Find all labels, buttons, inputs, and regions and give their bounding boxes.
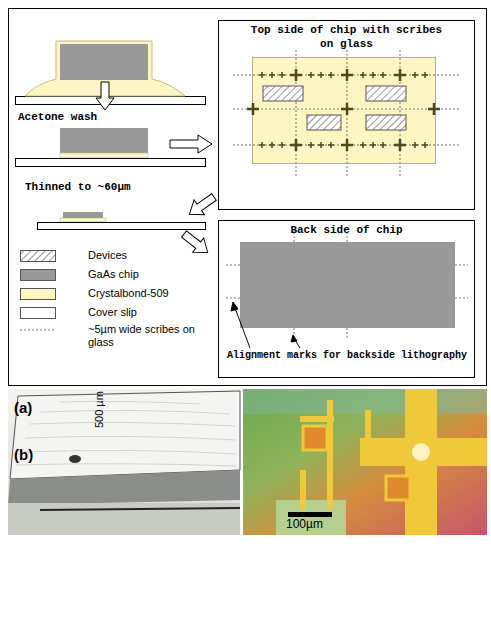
legend-swatch — [20, 288, 56, 300]
step-label: Thinned to ~60µm — [25, 181, 131, 194]
panel-heading: Back side of chip — [219, 221, 474, 238]
step-label: Acetone wash — [18, 111, 97, 124]
panel-letter: (b) — [14, 446, 33, 464]
legend-text: Devices — [88, 249, 200, 262]
legend-sample — [18, 249, 58, 263]
scale-label: 100µm — [286, 517, 323, 531]
legend-text: Cover slip — [88, 306, 200, 319]
panel-letter: (a) — [14, 399, 32, 417]
scale-label: 500 µm — [93, 384, 106, 436]
legend-swatch — [20, 307, 56, 319]
panel-heading: Top side of chip with scribes on glass — [219, 21, 474, 52]
legend-text: ~5µm wide scribes on glass — [88, 323, 200, 349]
legend-text: Crystalbond-509 — [88, 287, 200, 300]
callout-label: Alignment marks for backside lithography — [222, 350, 472, 362]
panel-box: Top side of chip with scribes on glass — [218, 20, 475, 210]
legend-sample — [18, 323, 58, 337]
legend-swatch — [20, 269, 56, 281]
legend-text: GaAs chip — [88, 268, 200, 281]
